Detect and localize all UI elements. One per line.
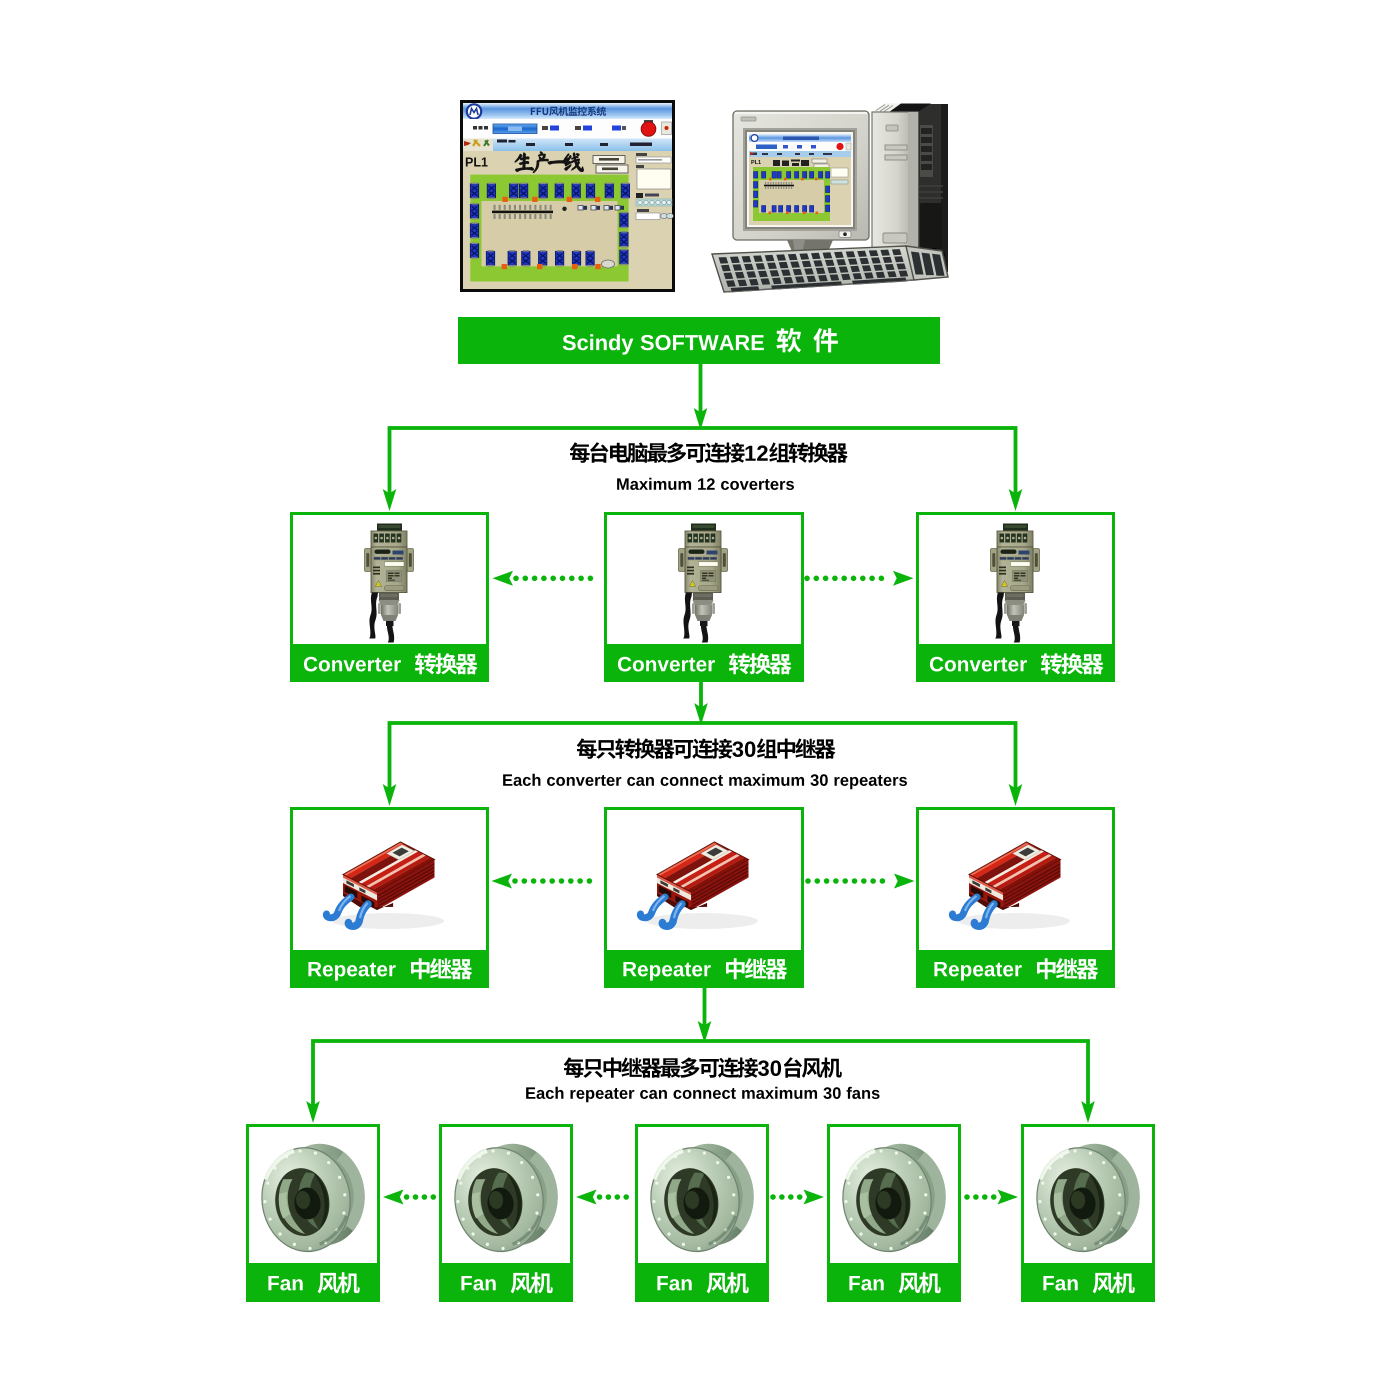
svg-text:PL1: PL1 — [751, 160, 761, 166]
svg-text:PL1: PL1 — [465, 156, 488, 170]
